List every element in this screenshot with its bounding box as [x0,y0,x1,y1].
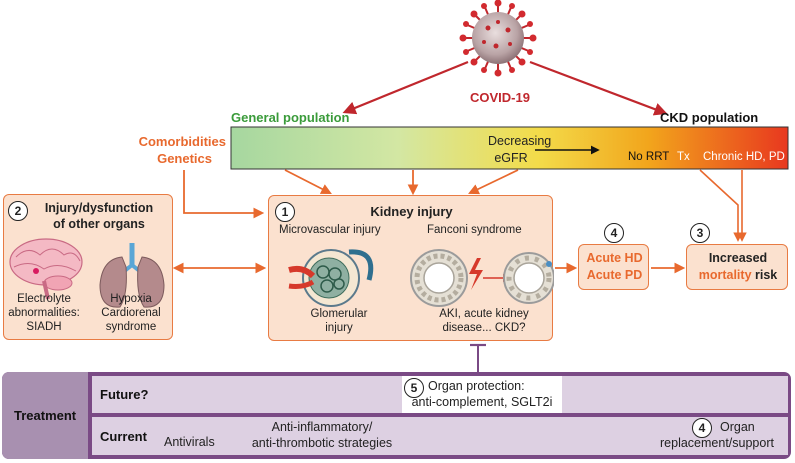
box1-number: 1 [275,202,295,222]
current-row: Current Antivirals Anti-inflammatory/ an… [92,417,788,455]
hypoxia-line2: Cardiorenal [101,307,161,319]
arrow-noRRT-mortality [699,169,743,242]
kidney-injury-title: Kidney injury [370,204,453,219]
egfr-gradient-bar [230,126,789,170]
glomerular-line2: injury [325,322,353,334]
electrolyte-line1: Electrolyte [17,293,71,305]
arrow-virus-ckd [529,60,668,116]
arrow-gradient-kidney-3 [468,169,519,195]
virus-label: COVID-19 [470,90,530,105]
comorbidities-label: Comorbidities [138,134,226,149]
organ-replacement-line1: Organ [720,420,755,434]
fanconi-label: Fanconi syndrome [427,224,522,236]
electrolyte-line2: abnormalities: [8,307,80,319]
organ-replacement-line2: replacement/support [660,436,774,450]
glomerulus-icon [288,249,374,307]
increased-label: Increased [708,251,768,265]
current-label: Current [100,429,147,444]
antiinflammatory-line2: anti-thrombotic strategies [251,436,393,450]
box2-title-line2: of other organs [53,217,145,231]
electrolyte-line3: SIADH [26,321,62,333]
aki-line1: AKI, acute kidney [439,308,529,320]
antivirals-label: Antivirals [164,435,215,449]
organ-protection-line2: anti-complement, SGLT2i [411,395,553,409]
organ-protection-box: 5 Organ protection: anti-complement, SGL… [402,376,562,413]
tubule-injured-icon [503,252,554,304]
antiinflammatory-line1: Anti-inflammatory/ [271,420,373,434]
mortality-word: mortality [698,268,752,282]
acute-hd-label: Acute HD [586,251,643,265]
mortality-box: Increased mortality risk [686,244,788,290]
treatment-panel: Treatment Future? Current Antivirals Ant… [2,372,791,459]
microvascular-label: Microvascular injury [279,224,381,236]
acute-pd-label: Acute PD [586,268,643,282]
future-label: Future? [100,387,149,402]
box2-number: 2 [8,201,28,221]
tubule-healthy-icon [410,249,468,307]
chronic-hd-pd-label: Chronic HD, PD [703,151,785,163]
mortality-risk-label: mortality risk [687,268,789,282]
general-population-label: General population [231,110,350,125]
box2-title-line1: Injury/dysfunction [44,201,154,215]
brain-icon [9,238,83,300]
no-rrt-label: No RRT [628,151,670,163]
box4-number: 4 [604,223,624,243]
other-organs-box: 2 Injury/dysfunction of other organs Ele… [3,194,173,340]
decreasing-label: Decreasing [488,134,552,148]
virus-icon [459,0,537,77]
glomerular-line1: Glomerular [310,308,368,320]
kidney-injury-box: 1 Kidney injury Microvascular injury Fan… [268,195,554,341]
arrow-gradient-kidney-1 [284,169,332,194]
organ-protection-number: 5 [404,378,424,398]
arrow-virus-general [342,60,469,115]
kidney-illustration [288,249,554,307]
hypoxia-line3: syndrome [105,321,157,333]
organ-replacement-number: 4 [692,418,712,438]
aki-line2: disease... CKD? [442,322,526,334]
ckd-population-label: CKD population [660,110,759,125]
hypoxia-line1: Hypoxia [110,293,152,305]
tx-label: Tx [677,151,690,163]
arrow-comorbidities [183,170,265,219]
box3-number: 3 [690,223,710,243]
acute-dialysis-box: Acute HD Acute PD [578,244,649,290]
lungs-icon [99,243,165,308]
injury-bolt-icon [469,258,509,290]
organ-protection-line1: Organ protection: [428,379,525,393]
egfr-label: eGFR [494,151,528,165]
genetics-label: Genetics [157,151,212,166]
risk-word: risk [755,268,778,282]
brain-lungs-illustration [9,238,165,308]
treatment-label-area: Treatment [2,372,88,459]
treatment-label: Treatment [14,408,77,423]
